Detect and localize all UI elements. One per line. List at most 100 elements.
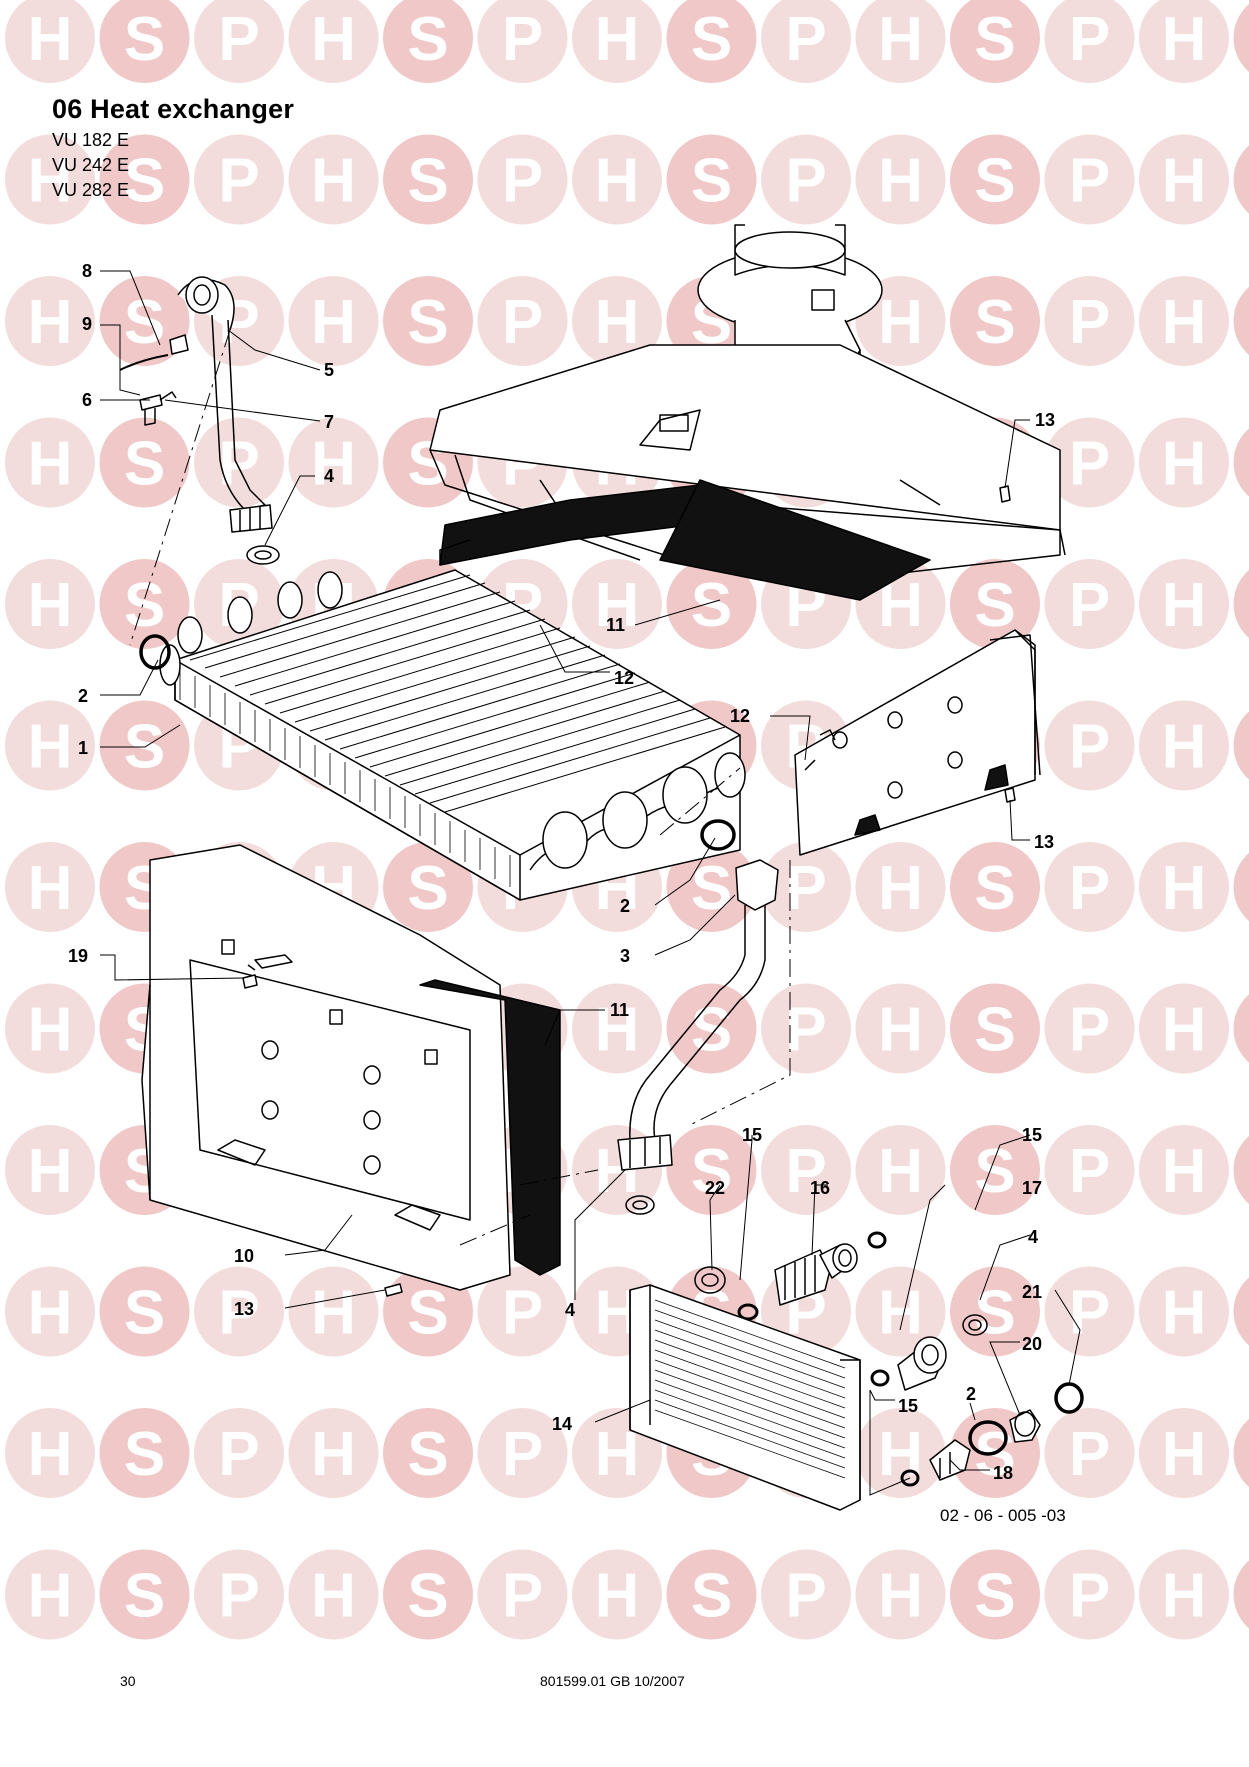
watermark-circle bbox=[99, 700, 190, 791]
watermark-letter: H bbox=[1162, 430, 1207, 499]
watermark-letter: P bbox=[1069, 713, 1110, 782]
watermark-circle bbox=[1233, 4, 1249, 72]
watermark-letter: S bbox=[974, 1279, 1015, 1348]
watermark-circle bbox=[572, 983, 662, 1074]
watermark-letter: S bbox=[691, 996, 732, 1065]
callout-20: 20 bbox=[1022, 1334, 1042, 1354]
watermark-circle bbox=[383, 134, 473, 225]
watermark-circle bbox=[194, 1266, 284, 1357]
watermark-circle bbox=[477, 276, 568, 366]
watermark-circle bbox=[383, 1408, 473, 1498]
watermark-circle bbox=[1233, 711, 1249, 780]
watermark-circle bbox=[383, 842, 473, 932]
watermark-letter: H bbox=[1162, 1279, 1207, 1348]
watermark-circle bbox=[477, 1266, 568, 1357]
watermark-letter: S bbox=[124, 288, 165, 357]
watermark-circle bbox=[1044, 983, 1135, 1074]
watermark-circle bbox=[5, 842, 95, 932]
watermark-letter: H bbox=[311, 147, 356, 216]
watermark-circle bbox=[383, 0, 473, 83]
watermark-circle bbox=[666, 559, 757, 649]
watermark-circle bbox=[666, 842, 757, 932]
watermark-letter: H bbox=[1162, 5, 1207, 74]
watermark-circle bbox=[1139, 559, 1229, 649]
watermark-letter: H bbox=[28, 1137, 73, 1206]
watermark-circle bbox=[99, 1549, 190, 1640]
watermark-circle bbox=[383, 1266, 473, 1357]
insulation-left bbox=[419, 979, 561, 1276]
watermark-circle bbox=[288, 0, 379, 83]
watermark-circle bbox=[666, 0, 757, 83]
callout-4-top: 4 bbox=[324, 466, 334, 486]
watermark-circle bbox=[855, 842, 946, 932]
watermark-letter: P bbox=[1069, 288, 1110, 357]
watermark-circle bbox=[572, 276, 662, 366]
watermark-circle bbox=[1044, 1549, 1135, 1640]
watermark-letter: H bbox=[311, 430, 356, 499]
watermark-letter: S bbox=[974, 854, 1015, 923]
watermark-circle bbox=[761, 0, 851, 83]
watermark-circle bbox=[477, 134, 568, 225]
watermark-letter: S bbox=[407, 1420, 448, 1489]
watermark-circle bbox=[761, 1549, 851, 1640]
watermark-circle bbox=[950, 559, 1040, 649]
watermark-letter: H bbox=[1162, 1137, 1207, 1206]
watermark-letter: P bbox=[1069, 430, 1110, 499]
watermark-letter: H bbox=[878, 854, 923, 923]
watermark-letter: H bbox=[595, 288, 640, 357]
watermark-letter: H bbox=[878, 5, 923, 74]
watermark-circle bbox=[5, 983, 95, 1074]
watermark-letter: H bbox=[28, 1562, 73, 1631]
watermark-letter: P bbox=[785, 1562, 826, 1631]
callout-numbers: 8 9 6 5 7 4 13 11 2 12 1 12 13 2 3 19 11… bbox=[68, 261, 1055, 1483]
main-heat-exchanger bbox=[159, 569, 746, 901]
watermark-letter: H bbox=[595, 996, 640, 1065]
flue-baffle bbox=[439, 479, 931, 601]
watermark-letter: H bbox=[1162, 571, 1207, 640]
watermark-letter: P bbox=[218, 147, 259, 216]
watermark-letter: H bbox=[28, 854, 73, 923]
watermark-circle bbox=[1044, 1266, 1135, 1357]
watermark-letter: P bbox=[785, 147, 826, 216]
watermark-circle bbox=[1139, 983, 1229, 1074]
callout-7: 7 bbox=[324, 412, 334, 432]
callout-6: 6 bbox=[82, 390, 92, 410]
watermark-circle bbox=[1139, 1408, 1229, 1498]
watermark-circle bbox=[5, 1408, 95, 1498]
watermark-letter: S bbox=[974, 1562, 1015, 1631]
watermark-circle bbox=[5, 700, 95, 791]
callout-12-middle: 12 bbox=[614, 668, 634, 688]
watermark-circle bbox=[855, 1125, 946, 1215]
watermark-letter: H bbox=[595, 5, 640, 74]
watermark-circle bbox=[5, 1266, 95, 1357]
watermark-letter: H bbox=[28, 1420, 73, 1489]
watermark-circle bbox=[477, 0, 568, 83]
watermark-circle bbox=[950, 0, 1040, 83]
watermark-letter: P bbox=[1069, 1562, 1110, 1631]
model-vu-242: VU 242 E bbox=[52, 155, 130, 175]
watermark-letter: P bbox=[502, 5, 543, 74]
watermark-circle bbox=[1233, 853, 1249, 921]
watermark-circle bbox=[99, 417, 190, 508]
watermark-circle bbox=[855, 1408, 946, 1498]
watermark-circle bbox=[1139, 417, 1229, 508]
watermark-letter: H bbox=[878, 1420, 923, 1489]
watermark-circle bbox=[950, 1266, 1040, 1357]
watermark-circle bbox=[1139, 0, 1229, 83]
watermark-circle bbox=[761, 983, 851, 1074]
watermark-letter: P bbox=[1069, 854, 1110, 923]
page-number: 30 bbox=[120, 1673, 136, 1689]
watermark-letter: P bbox=[218, 1279, 259, 1348]
watermark-circle bbox=[99, 1408, 190, 1498]
watermark-letter: S bbox=[974, 996, 1015, 1065]
watermark-circle bbox=[1233, 287, 1249, 355]
watermark-circle bbox=[1233, 145, 1249, 214]
watermark-circle bbox=[1044, 0, 1135, 83]
callout-11-bottom: 11 bbox=[610, 1000, 629, 1020]
callout-2-middle: 2 bbox=[620, 896, 630, 916]
watermark-circle bbox=[1139, 134, 1229, 225]
watermark-letter: H bbox=[311, 1562, 356, 1631]
callout-15-right: 15 bbox=[1022, 1125, 1042, 1145]
watermark-circle bbox=[855, 983, 946, 1074]
watermark-circle bbox=[1139, 1266, 1229, 1357]
